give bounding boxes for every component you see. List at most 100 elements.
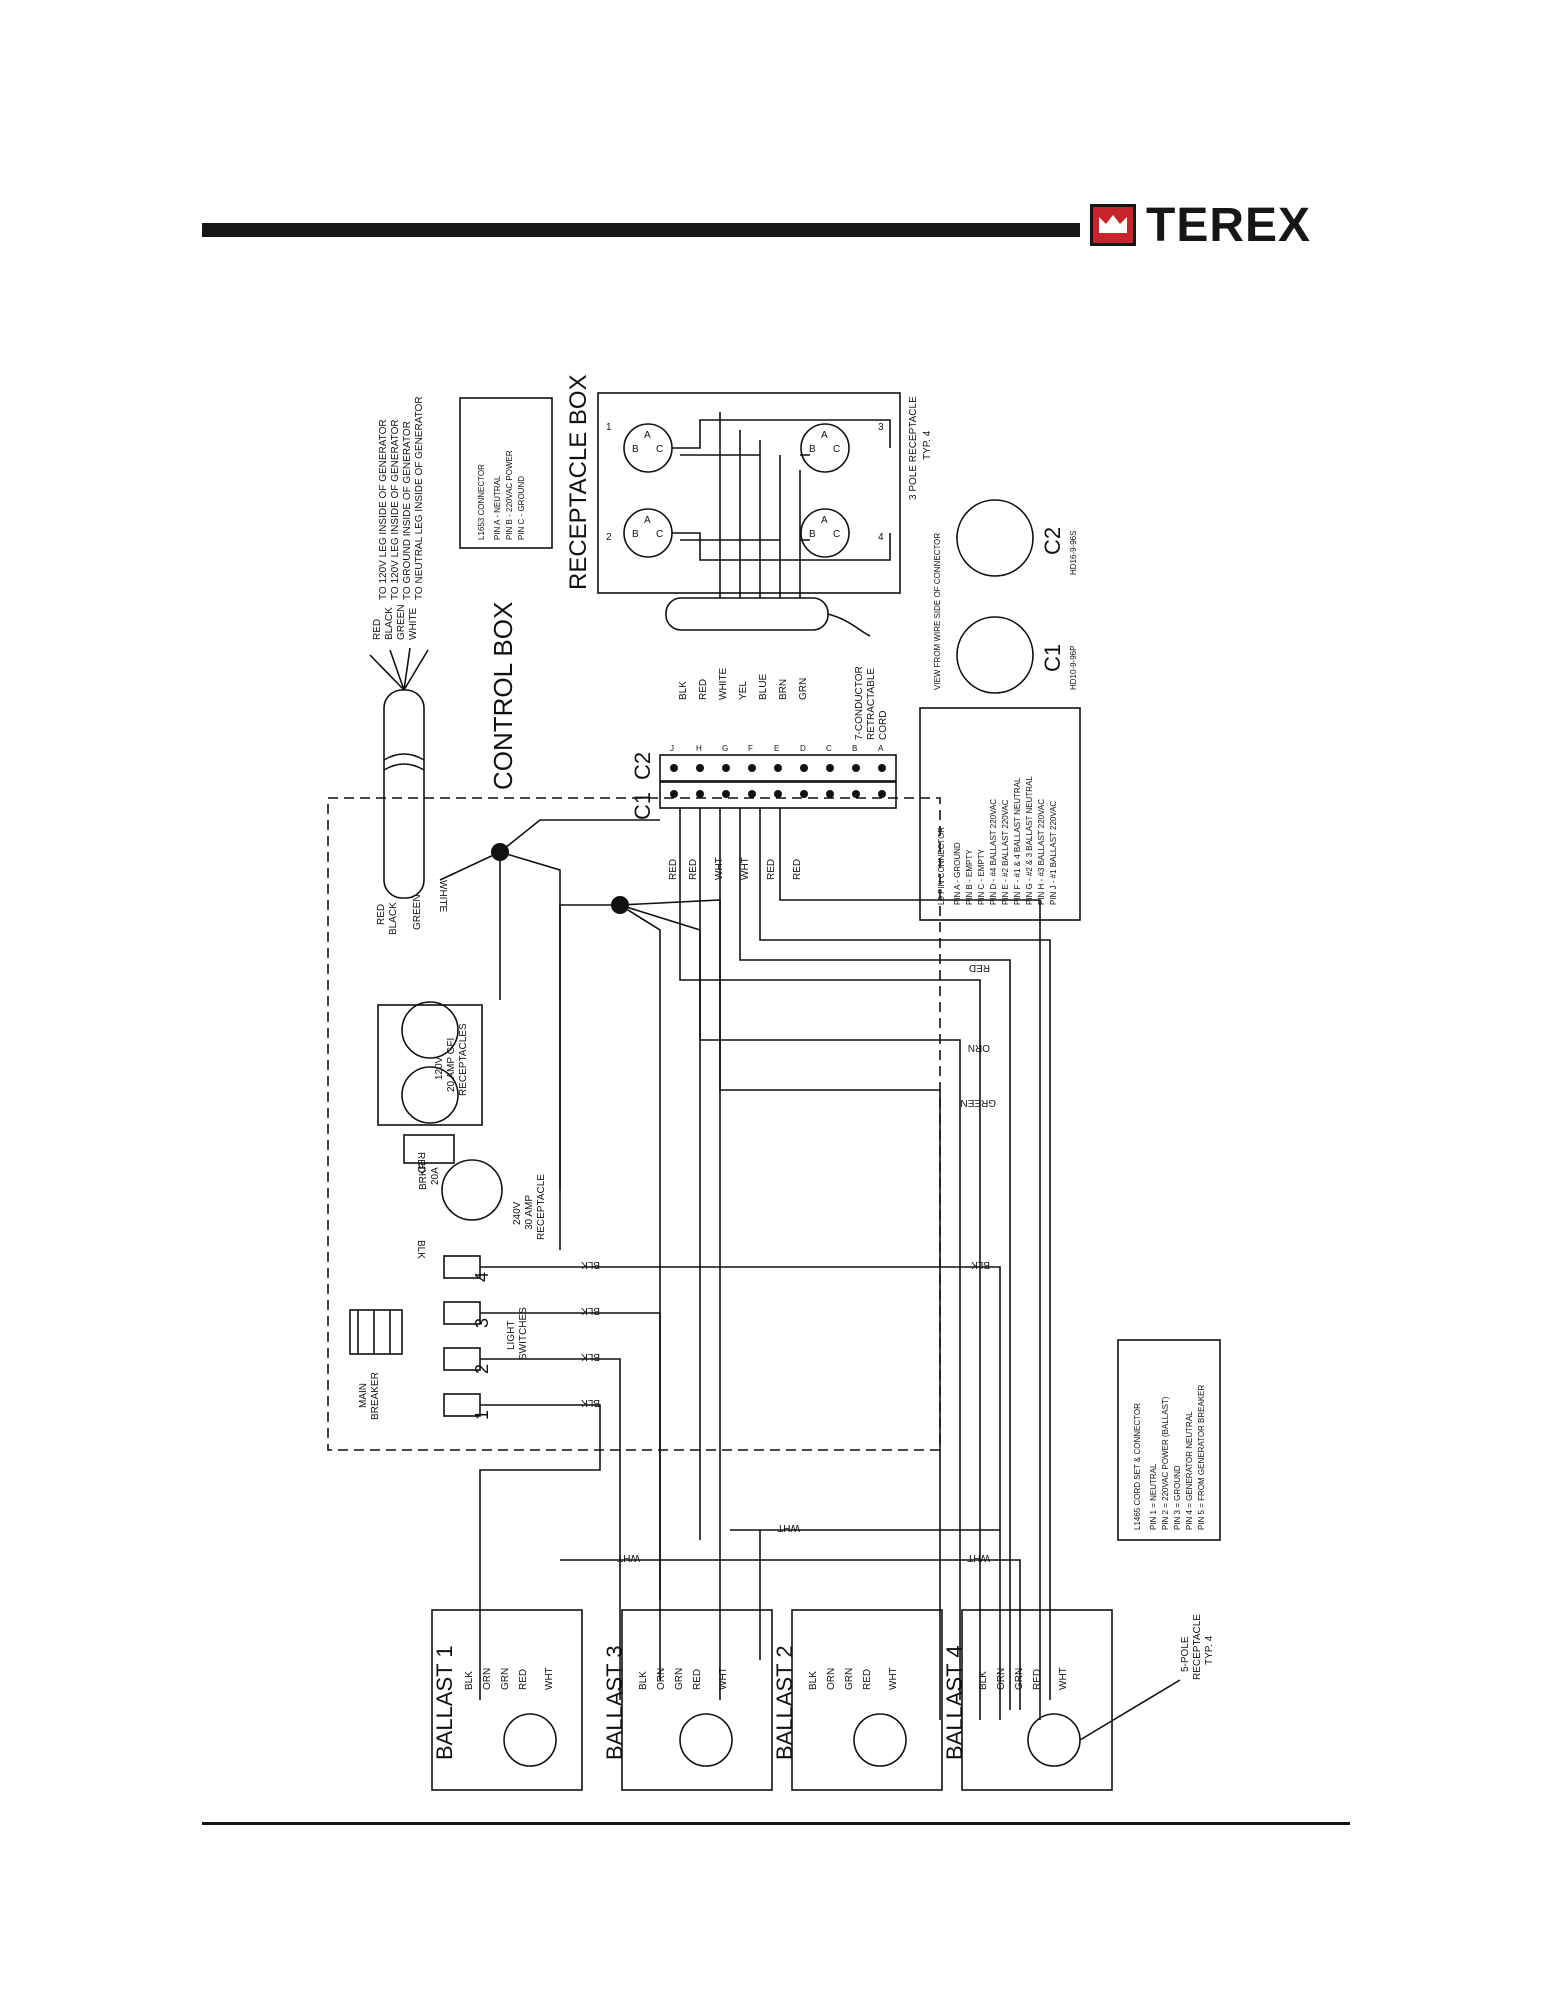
- gfi-box: [377, 1004, 483, 1126]
- c1-wire-1: RED: [668, 859, 679, 880]
- cord-wire-blk: BLK: [678, 681, 689, 700]
- c2-pin-h: H: [696, 744, 702, 753]
- junction-node-1: [491, 843, 509, 861]
- harness-wht-2: WHT: [617, 1552, 640, 1563]
- view-note: VIEW FROM WIRE SIDE OF CONNECTOR: [933, 533, 942, 690]
- harness-red: RED: [969, 962, 990, 973]
- b4-wire-wht: WHT: [1058, 1667, 1069, 1690]
- receptacle-type-label: 3 POLE RECEPTACLE: [908, 396, 919, 500]
- receptacle-num-2: 2: [606, 532, 612, 543]
- gfi-line-2: 20 AMP GFI: [446, 1038, 457, 1092]
- ballast-3-box: [621, 1609, 773, 1791]
- switch-number-2: 2: [472, 1364, 492, 1374]
- b3-wire-grn: GRN: [674, 1668, 685, 1690]
- switch-blk-3: BLK: [581, 1305, 600, 1316]
- connector-c2: [659, 754, 897, 782]
- ballast-4-box: [961, 1609, 1113, 1791]
- pin-legend-4: PIN D - #4 BALLAST 220VAC: [989, 799, 998, 905]
- receptacle-240v: [441, 1159, 503, 1221]
- lead-note-4: TO NEUTRAL LEG INSIDE OF GENERATOR: [414, 396, 425, 600]
- c1-wire-6: RED: [792, 859, 803, 880]
- rcpt2-pin-b: B: [632, 529, 639, 540]
- pin-legend-1: PIN A - GROUND: [953, 842, 962, 905]
- pin-legend-title: L9 PIN CONNECTOR: [937, 827, 946, 905]
- l1653-line-3: PIN C - GROUND: [517, 476, 526, 540]
- gfi-receptacle-1: [401, 1001, 459, 1059]
- pin-legend-8: PIN H - #3 BALLAST 220VAC: [1037, 799, 1046, 905]
- receptacle-4: [800, 508, 850, 558]
- c2-pin-g: G: [722, 744, 728, 753]
- b3-wire-blk: BLK: [638, 1671, 649, 1690]
- l1465-box: [1117, 1339, 1221, 1541]
- l1465-line-2: PIN 2 = 220VAC POWER (BALLAST): [1161, 1396, 1170, 1530]
- rcpt1-pin-c: C: [656, 444, 663, 455]
- pin-legend-2: PIN B - EMPTY: [965, 849, 974, 905]
- b1-wire-red: RED: [518, 1669, 529, 1690]
- header-rule: [202, 223, 1080, 237]
- b3-wire-orn: ORN: [656, 1668, 667, 1690]
- cord-wire-yel: YEL: [738, 681, 749, 700]
- l1653-line-1: PIN A - NEUTRAL: [493, 475, 502, 540]
- cord-label-3: CORD: [878, 711, 889, 740]
- cord-wire-white: WHITE: [718, 667, 729, 700]
- c1-wire-2: RED: [688, 859, 699, 880]
- receptacle-box-border: [597, 392, 901, 594]
- main-breaker: [349, 1309, 403, 1355]
- b2-wire-red: RED: [862, 1669, 873, 1690]
- lead-black: BLACK: [384, 607, 395, 640]
- harness-blk: BLK: [971, 1259, 990, 1270]
- c1-part: HD10-9-96P: [1069, 646, 1078, 690]
- lead-green: GREEN: [396, 604, 407, 640]
- gfi-line-3: RECEPTACLES: [458, 1023, 469, 1096]
- lead-red: RED: [372, 619, 383, 640]
- breaker-line-1: BRKR: [418, 1162, 429, 1190]
- pin-legend-6: PIN F - #1 & 4 BALLAST NEUTRAL: [1013, 777, 1022, 905]
- l1465-title: L1465 CORD SET & CONNECTOR: [1133, 1403, 1142, 1530]
- receptacle-num-3: 3: [878, 422, 884, 433]
- receptacle-box-title: RECEPTACLE BOX: [565, 374, 592, 590]
- brand-name: TEREX: [1146, 198, 1312, 252]
- ballast-4-receptacle: [1027, 1713, 1081, 1767]
- rcpt4-pin-b: B: [809, 529, 816, 540]
- pin-legend-7: PIN G - #2 & 3 BALLAST NEUTRAL: [1025, 776, 1034, 905]
- main-breaker-line-2: BREAKER: [370, 1372, 381, 1420]
- gfi-receptacle-2: [401, 1066, 459, 1124]
- harness-wht-3: WHT: [967, 1552, 990, 1563]
- lead-note-3: TO GROUND INSIDE OF GENERATOR: [402, 421, 413, 600]
- b2-wire-grn: GRN: [844, 1668, 855, 1690]
- ballast-2-title: BALLAST 2: [772, 1645, 797, 1760]
- receptacle-3: [800, 423, 850, 473]
- l1653-box: [459, 397, 553, 549]
- rcpt2-pin-a: A: [644, 515, 651, 526]
- ballast-2-box: [791, 1609, 943, 1791]
- five-pole-line-3: TYP. 4: [1204, 1635, 1215, 1665]
- c2-face: [956, 499, 1034, 577]
- breaker-20a: [403, 1134, 455, 1164]
- terex-logo: TEREX: [1090, 198, 1360, 252]
- l1465-line-1: PIN 1 = NEUTRAL: [1149, 1463, 1158, 1530]
- pin-legend-box: [919, 707, 1081, 921]
- l1465-line-4: PIN 4 = GENERATOR NEUTRAL: [1185, 1411, 1194, 1530]
- ballast-4-title: BALLAST 4: [942, 1645, 967, 1760]
- cord-label-1: 7-CONDUCTOR: [854, 666, 865, 740]
- c2-face-label: C2: [1040, 527, 1065, 555]
- retractable-cord: [665, 597, 829, 631]
- b1-wire-wht: WHT: [544, 1667, 555, 1690]
- cord-wire-grn: GRN: [798, 678, 809, 700]
- cord-wire-brn: BRN: [778, 679, 789, 700]
- c2-label: C2: [630, 752, 655, 780]
- main-breaker-line-1: MAIN: [358, 1383, 369, 1408]
- rcpt240-line-1: 240V: [512, 1201, 523, 1225]
- pin-legend-3: PIN C - EMPTY: [977, 848, 986, 905]
- rcpt3-pin-b: B: [809, 444, 816, 455]
- breaker-red-label: RED: [415, 1152, 426, 1173]
- cord-wire-red: RED: [698, 679, 709, 700]
- l1465-line-5: PIN 5 = FROM GENERATOR BREAKER: [1197, 1384, 1206, 1530]
- five-pole-line-1: 5-POLE: [1180, 1636, 1191, 1672]
- rcpt-blk-label: BLK: [415, 1240, 426, 1259]
- ballast-3-title: BALLAST 3: [602, 1645, 627, 1760]
- ballast-1-receptacle: [503, 1713, 557, 1767]
- switches-line-1: LIGHT: [506, 1321, 517, 1350]
- harness-orn: ORN: [968, 1042, 990, 1053]
- c2-part: HD16-9-96S: [1069, 531, 1078, 575]
